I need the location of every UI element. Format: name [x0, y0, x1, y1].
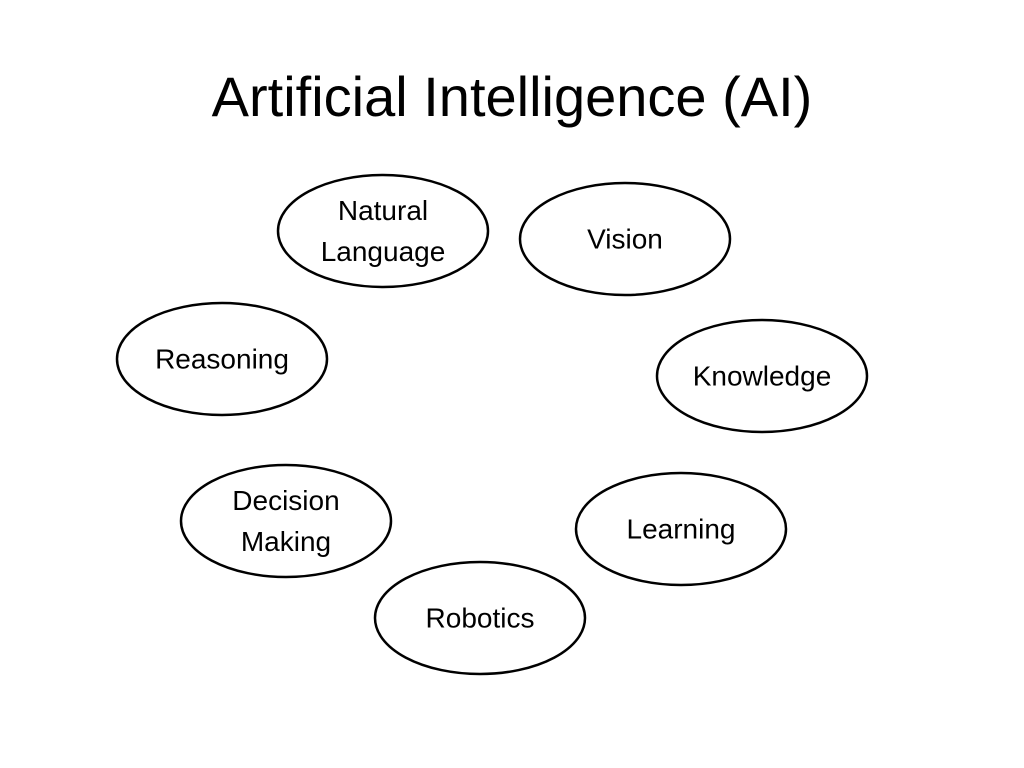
node-knowledge: Knowledge — [655, 318, 869, 434]
node-robotics: Robotics — [373, 560, 587, 676]
node-label-natural-language: Natural — [338, 195, 428, 226]
node-ellipse-learning — [574, 471, 788, 587]
node-label-reasoning: Reasoning — [155, 344, 289, 375]
node-reasoning: Reasoning — [115, 301, 329, 417]
node-label-robotics: Robotics — [426, 603, 535, 634]
node-ellipse-decision-making — [179, 463, 393, 579]
node-ellipse-natural-language — [276, 173, 490, 289]
node-label-vision: Vision — [587, 224, 663, 255]
node-ellipse-reasoning — [115, 301, 329, 417]
node-label-natural-language: Language — [321, 236, 446, 267]
node-label-knowledge: Knowledge — [693, 361, 832, 392]
node-ellipse-knowledge — [655, 318, 869, 434]
node-label-decision-making: Making — [241, 526, 331, 557]
node-ellipse-robotics — [373, 560, 587, 676]
node-learning: Learning — [574, 471, 788, 587]
node-label-learning: Learning — [627, 514, 736, 545]
node-ellipse-vision — [518, 181, 732, 297]
node-label-decision-making: Decision — [232, 485, 339, 516]
slide-title: Artificial Intelligence (AI) — [211, 65, 813, 128]
node-vision: Vision — [518, 181, 732, 297]
